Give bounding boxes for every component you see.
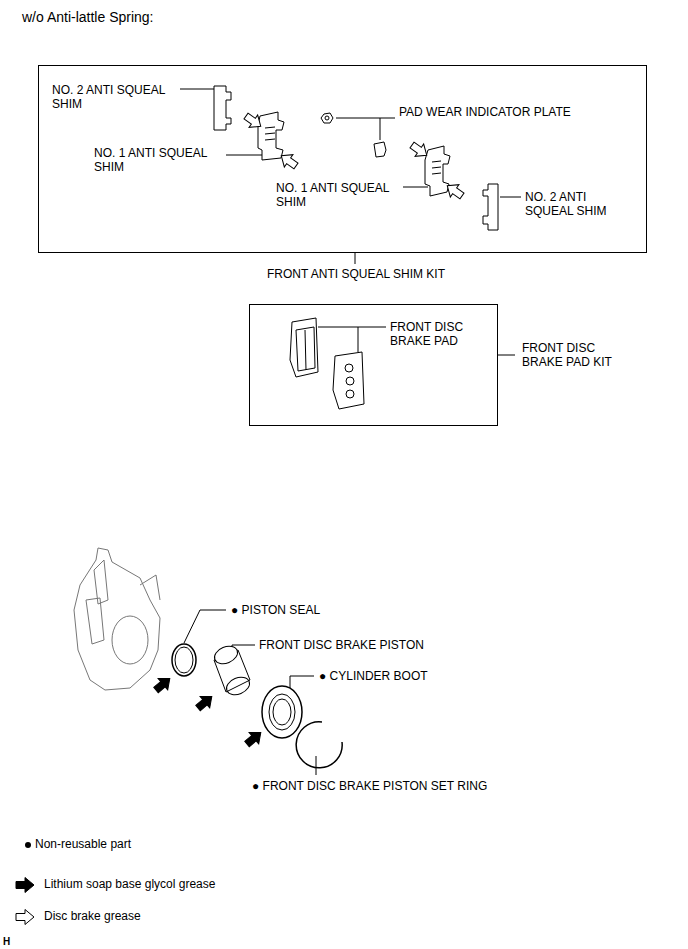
part-name: ● FRONT DISC BRAKE PISTON SET RING xyxy=(252,779,487,793)
part-name: ● PISTON SEAL xyxy=(231,603,320,617)
legend-text: Non-reusable part xyxy=(35,837,131,851)
part-name: FRONT DISC BRAKE PISTON xyxy=(259,638,424,652)
legend-text: Lithium soap base glycol grease xyxy=(44,877,215,891)
title-text: w/o Anti-lattle Spring: xyxy=(22,10,154,24)
legend-text: Disc brake grease xyxy=(44,909,141,923)
part-name: PAD WEAR INDICATOR PLATE xyxy=(399,105,571,119)
part-name: NO. 2 ANTI SQUEAL SHIM xyxy=(52,83,177,111)
part-name: ● CYLINDER BOOT xyxy=(319,669,428,683)
kit-label: FRONT DISC BRAKE PAD KIT xyxy=(522,341,632,369)
part-name: FRONT DISC BRAKE PAD xyxy=(390,320,480,348)
page-code: H xyxy=(3,935,10,949)
kit-label: FRONT ANTI SQUEAL SHIM KIT xyxy=(267,267,445,281)
part-name: NO. 2 ANTI SQUEAL SHIM xyxy=(525,190,617,218)
part-name: NO. 1 ANTI SQUEAL SHIM xyxy=(276,181,401,209)
part-name: NO. 1 ANTI SQUEAL SHIM xyxy=(94,146,219,174)
